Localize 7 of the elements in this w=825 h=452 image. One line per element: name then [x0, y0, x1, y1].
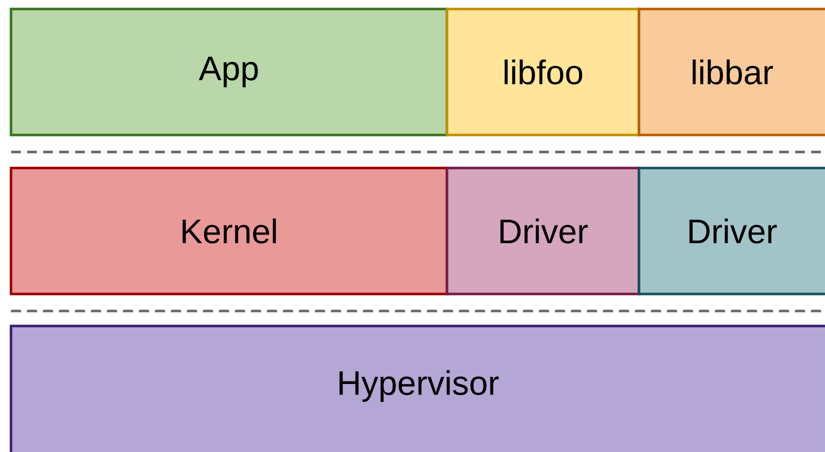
layer-box: Kernel	[10, 166, 448, 296]
layer-box: Driver	[638, 166, 825, 296]
layer-box: App	[10, 8, 448, 136]
layer-box: Driver	[446, 166, 640, 296]
layer-box: libfoo	[446, 8, 640, 136]
layer-box: libbar	[638, 8, 825, 136]
layer-box: Hypervisor	[10, 324, 825, 452]
